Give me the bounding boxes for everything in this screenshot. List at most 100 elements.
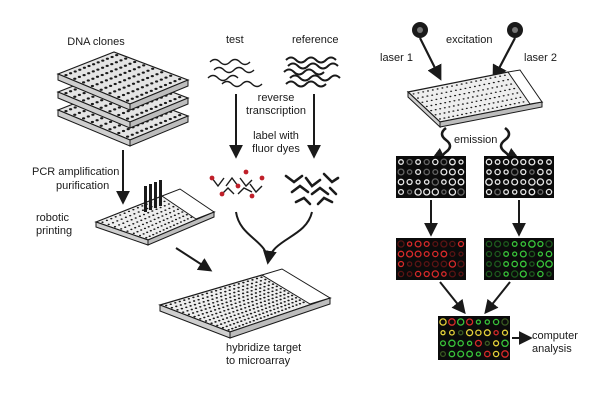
well-dot <box>251 316 254 319</box>
fluorescent-spot <box>483 350 491 358</box>
fluorescent-spot <box>528 188 536 196</box>
well-dot <box>171 220 174 222</box>
well-dot <box>222 306 225 309</box>
merge-curve-left <box>235 211 269 263</box>
well-dot <box>137 73 141 76</box>
well-dot <box>181 211 184 213</box>
fluorescent-spot <box>448 188 457 196</box>
well-dot <box>234 326 237 329</box>
fluorescent-spot <box>406 189 413 195</box>
well-dot <box>500 105 503 108</box>
well-dot <box>128 62 132 65</box>
well-dot <box>82 117 86 120</box>
well-dot <box>113 90 117 93</box>
well-dot <box>474 111 477 113</box>
fluorescent-spot <box>494 188 502 196</box>
well-dot <box>246 294 249 297</box>
well-dot <box>252 307 255 310</box>
well-dot <box>283 297 286 300</box>
well-dot <box>211 313 214 316</box>
well-dot <box>140 111 144 114</box>
well-dot <box>164 223 167 226</box>
red-to-overlay-arrow <box>439 281 466 315</box>
well-dot <box>126 135 130 138</box>
well-dot <box>205 292 209 295</box>
well-dot <box>220 295 223 298</box>
well-dot <box>141 78 145 82</box>
well-dot <box>440 97 443 100</box>
fluorescent-spot <box>485 158 493 166</box>
fluorescent-spot <box>520 241 527 247</box>
well-dot <box>159 230 162 233</box>
fluorescent-spot <box>486 169 492 175</box>
well-dot <box>435 103 437 106</box>
fluorescent-spot <box>494 250 501 258</box>
fluorescent-spot <box>406 241 413 247</box>
well-dot <box>492 102 495 104</box>
well-dot <box>73 106 77 109</box>
well-dot <box>159 85 163 89</box>
well-dot <box>249 312 253 315</box>
well-dot <box>431 94 434 96</box>
well-dot <box>210 322 213 325</box>
well-dot <box>262 312 265 315</box>
fluorescent-spot <box>448 318 456 326</box>
well-dot <box>100 73 104 77</box>
well-dot <box>163 101 168 105</box>
well-dot <box>168 81 172 85</box>
well-dot <box>107 223 110 226</box>
well-dot <box>233 298 237 301</box>
well-dot <box>193 315 196 318</box>
well-dot <box>241 292 245 295</box>
well-dot <box>141 205 144 207</box>
well-dot <box>509 103 512 106</box>
well-dot <box>82 73 86 77</box>
well-dot <box>468 92 471 94</box>
well-dot <box>259 298 262 300</box>
well-dot <box>254 315 258 317</box>
fluorescent-spot <box>528 240 536 248</box>
fluorescent-spot <box>465 329 474 337</box>
well-dot <box>490 92 493 95</box>
well-dot <box>488 103 491 105</box>
fluorescent-spot <box>502 158 510 166</box>
well-dot <box>431 89 434 91</box>
fluorescent-spot <box>474 339 482 347</box>
fluorescent-spot <box>501 339 509 348</box>
well-dot <box>448 101 451 103</box>
well-dot <box>507 79 509 81</box>
well-dot <box>505 84 508 86</box>
well-dot <box>255 277 259 280</box>
laser-2-label: laser 2 <box>524 52 558 64</box>
well-dot <box>132 208 135 211</box>
well-dot <box>501 100 504 102</box>
fluorescent-spot <box>457 329 464 336</box>
fluorescent-spot <box>440 168 448 176</box>
well-dot <box>100 99 104 102</box>
well-dot <box>126 91 130 95</box>
well-dot <box>179 304 182 306</box>
emission-label: emission <box>454 134 498 146</box>
fluorescent-spot <box>448 178 457 186</box>
well-dot <box>499 90 502 93</box>
well-dot <box>152 214 155 216</box>
well-dot <box>251 300 254 303</box>
fluorescent-spot <box>397 240 405 248</box>
well-dot <box>497 101 500 103</box>
well-dot <box>454 89 457 92</box>
well-dot <box>204 320 208 322</box>
fluorescent-spot <box>520 188 527 196</box>
well-dot <box>238 301 241 303</box>
well-dot <box>136 230 139 233</box>
well-dot <box>92 63 96 66</box>
well-dot <box>114 61 118 64</box>
well-dot <box>272 304 275 307</box>
well-dot <box>127 77 131 80</box>
well-dot <box>516 92 519 94</box>
well-dot <box>101 66 105 69</box>
well-dot <box>191 312 195 314</box>
well-dot <box>496 106 499 109</box>
well-dot <box>149 125 153 129</box>
fluorescent-spot <box>440 260 448 268</box>
well-dot <box>271 301 275 303</box>
